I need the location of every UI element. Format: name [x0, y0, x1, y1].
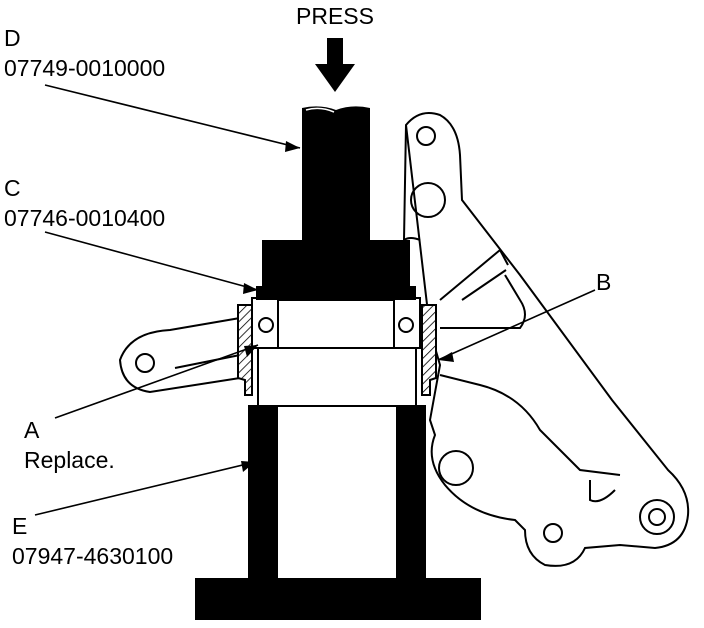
part-b-letter: B	[596, 269, 611, 295]
part-d-letter: D	[4, 25, 21, 51]
ball-icon	[258, 317, 274, 333]
ball-icon	[398, 317, 414, 333]
part-c-number: 07746-0010400	[4, 205, 165, 231]
steering-knuckle	[118, 112, 690, 567]
press-label: PRESS	[296, 3, 374, 29]
knuckle-hole-icon	[416, 126, 436, 146]
bearing-a	[251, 297, 421, 349]
part-e-number: 07947-4630100	[12, 543, 173, 569]
tool-e-support	[195, 405, 481, 620]
tool-d-driver	[302, 106, 370, 243]
leader-line-b	[437, 289, 596, 361]
tool-c-attachment	[256, 240, 416, 300]
part-a-note: Replace.	[24, 447, 115, 473]
part-e-letter: E	[12, 513, 27, 539]
knuckle-hole-icon	[135, 353, 155, 373]
press-arrow-icon	[315, 38, 355, 92]
knuckle-hole-icon	[543, 523, 563, 543]
knuckle-hole-icon	[410, 182, 446, 218]
leader-line-e	[34, 461, 256, 516]
knuckle-hole-icon	[648, 508, 666, 526]
part-c-letter: C	[4, 175, 21, 201]
leader-line-c	[44, 231, 259, 291]
knuckle-hole-icon	[438, 450, 474, 486]
leader-line-d	[44, 84, 301, 149]
knuckle-housing	[257, 347, 417, 407]
leader-line-a	[54, 344, 259, 419]
part-a-letter: A	[24, 417, 40, 443]
part-d-number: 07749-0010000	[4, 55, 165, 81]
knuckle-hole-icon	[639, 499, 675, 535]
